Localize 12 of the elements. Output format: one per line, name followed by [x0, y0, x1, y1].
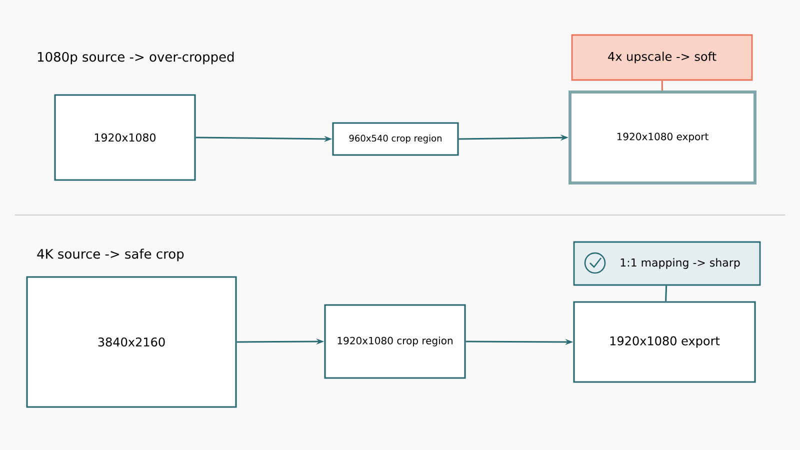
- callout-note: 4x upscale -> soft: [571, 34, 753, 81]
- leader-line: [661, 80, 663, 90]
- frame-box: 960x540 crop region: [332, 122, 459, 156]
- frame-box: 1920x1080 export: [568, 90, 756, 184]
- frame-box: 3840x2160: [26, 276, 237, 408]
- callout-note: 1:1 mapping -> sharp: [573, 241, 761, 286]
- section-title: 1080p source -> over-cropped: [38, 52, 234, 64]
- leader-line: [665, 286, 668, 302]
- frame-box: 1920x1080 export: [573, 301, 756, 383]
- frame-box: 1920x1080: [54, 94, 196, 181]
- section-title: 4K source -> safe crop: [37, 248, 184, 262]
- frame-box: 1920x1080 crop region: [324, 304, 466, 379]
